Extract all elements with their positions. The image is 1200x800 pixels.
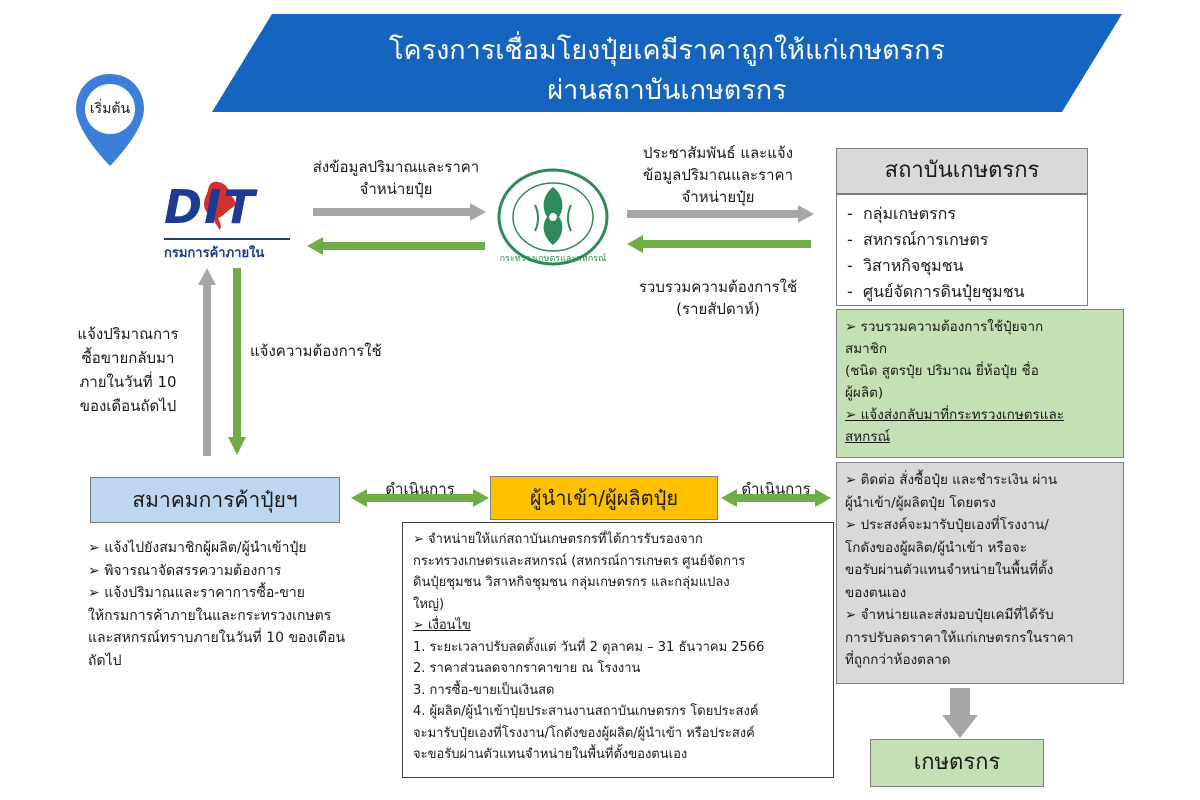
institute-members-list: - กลุ่มเกษตรกร - สหกรณ์การเกษตร - วิสาหก… bbox=[836, 194, 1088, 306]
label-producer-institute: ดำเนินการ bbox=[741, 480, 811, 498]
map-pin-icon bbox=[76, 74, 144, 166]
association-tasks: แจ้งไปยังสมาชิกผู้ผลิต/ผู้นำเข้าปุ๋ย พิจ… bbox=[88, 537, 384, 677]
list-item: - ศูนย์จัดการดินปุ๋ยชุมชน bbox=[847, 282, 1025, 301]
ministry-caption: กระทรวงเกษตรและสหกรณ์ bbox=[499, 254, 607, 264]
dit-logo: DIT กรมการค้าภายใน bbox=[158, 180, 293, 261]
arrow-institute-to-ministry bbox=[627, 235, 811, 253]
label-dit-to-assoc: แจ้งความต้องการใช้ bbox=[250, 342, 382, 360]
producer-header: ผู้นำเข้า/ผู้ผลิตปุ๋ย bbox=[490, 476, 718, 520]
institute-demand-box: รวบรวมความต้องการใช้ปุ๋ยจาก สมาชิก (ชนิด… bbox=[836, 309, 1124, 458]
title-banner: โครงการเชื่อมโยงปุ๋ยเคมีราคาถูกให้แก่เกษ… bbox=[212, 14, 1122, 112]
label-ministry-to-institute: ประชาสัมพันธ์ และแจ้ง ข้อมูลปริมาณและราค… bbox=[642, 144, 794, 206]
title-line-1: โครงการเชื่อมโยงปุ๋ยเคมีราคาถูกให้แก่เกษ… bbox=[389, 35, 945, 66]
arrow-dit-to-assoc bbox=[228, 268, 246, 455]
association-header: สมาคมการค้าปุ๋ยฯ bbox=[90, 477, 340, 523]
arrow-institute-to-farmer bbox=[942, 688, 978, 738]
institute-purchase-box: ติดต่อ สั่งซื้อปุ๋ย และชำระเงิน ผ่าน ผู้… bbox=[836, 462, 1124, 684]
arrow-ministry-to-dit bbox=[307, 237, 485, 255]
thailand-map-icon bbox=[204, 181, 236, 230]
list-item: - สหกรณ์การเกษตร bbox=[847, 230, 989, 249]
label-assoc-producer: ดำเนินการ bbox=[385, 480, 455, 498]
dit-letters: DIT bbox=[164, 180, 257, 234]
producer-details: จำหน่ายให้แก่สถาบันเกษตรกรที่ได้การรับรอ… bbox=[402, 522, 834, 778]
label-institute-to-ministry: รวบรวมความต้องการใช้ (รายสัปดาห์) bbox=[638, 278, 798, 318]
label-assoc-to-dit: แจ้งปริมาณการ ซื้อขายกลับมา ภายในวันที่ … bbox=[77, 325, 179, 415]
start-marker: เริ่มต้น bbox=[72, 72, 148, 168]
dit-caption: กรมการค้าภายใน bbox=[164, 246, 265, 261]
farmer-header: เกษตรกร bbox=[870, 739, 1044, 787]
list-item: - วิสาหกิจชุมชน bbox=[847, 256, 964, 275]
ministry-seal: กระทรวงเกษตรและสหกรณ์ bbox=[495, 167, 611, 267]
list-item: - กลุ่มเกษตรกร bbox=[847, 204, 956, 223]
ministry-seal-icon bbox=[497, 168, 609, 266]
label-dit-to-ministry: ส่งข้อมูลปริมาณและราคา จำหน่ายปุ๋ย bbox=[312, 158, 480, 198]
arrow-assoc-to-dit bbox=[198, 268, 216, 456]
start-label: เริ่มต้น bbox=[89, 101, 131, 117]
title-line-2: ผ่านสถาบันเกษตรกร bbox=[547, 75, 787, 106]
arrow-dit-to-ministry bbox=[313, 203, 486, 221]
institute-header: สถาบันเกษตรกร bbox=[836, 148, 1088, 194]
